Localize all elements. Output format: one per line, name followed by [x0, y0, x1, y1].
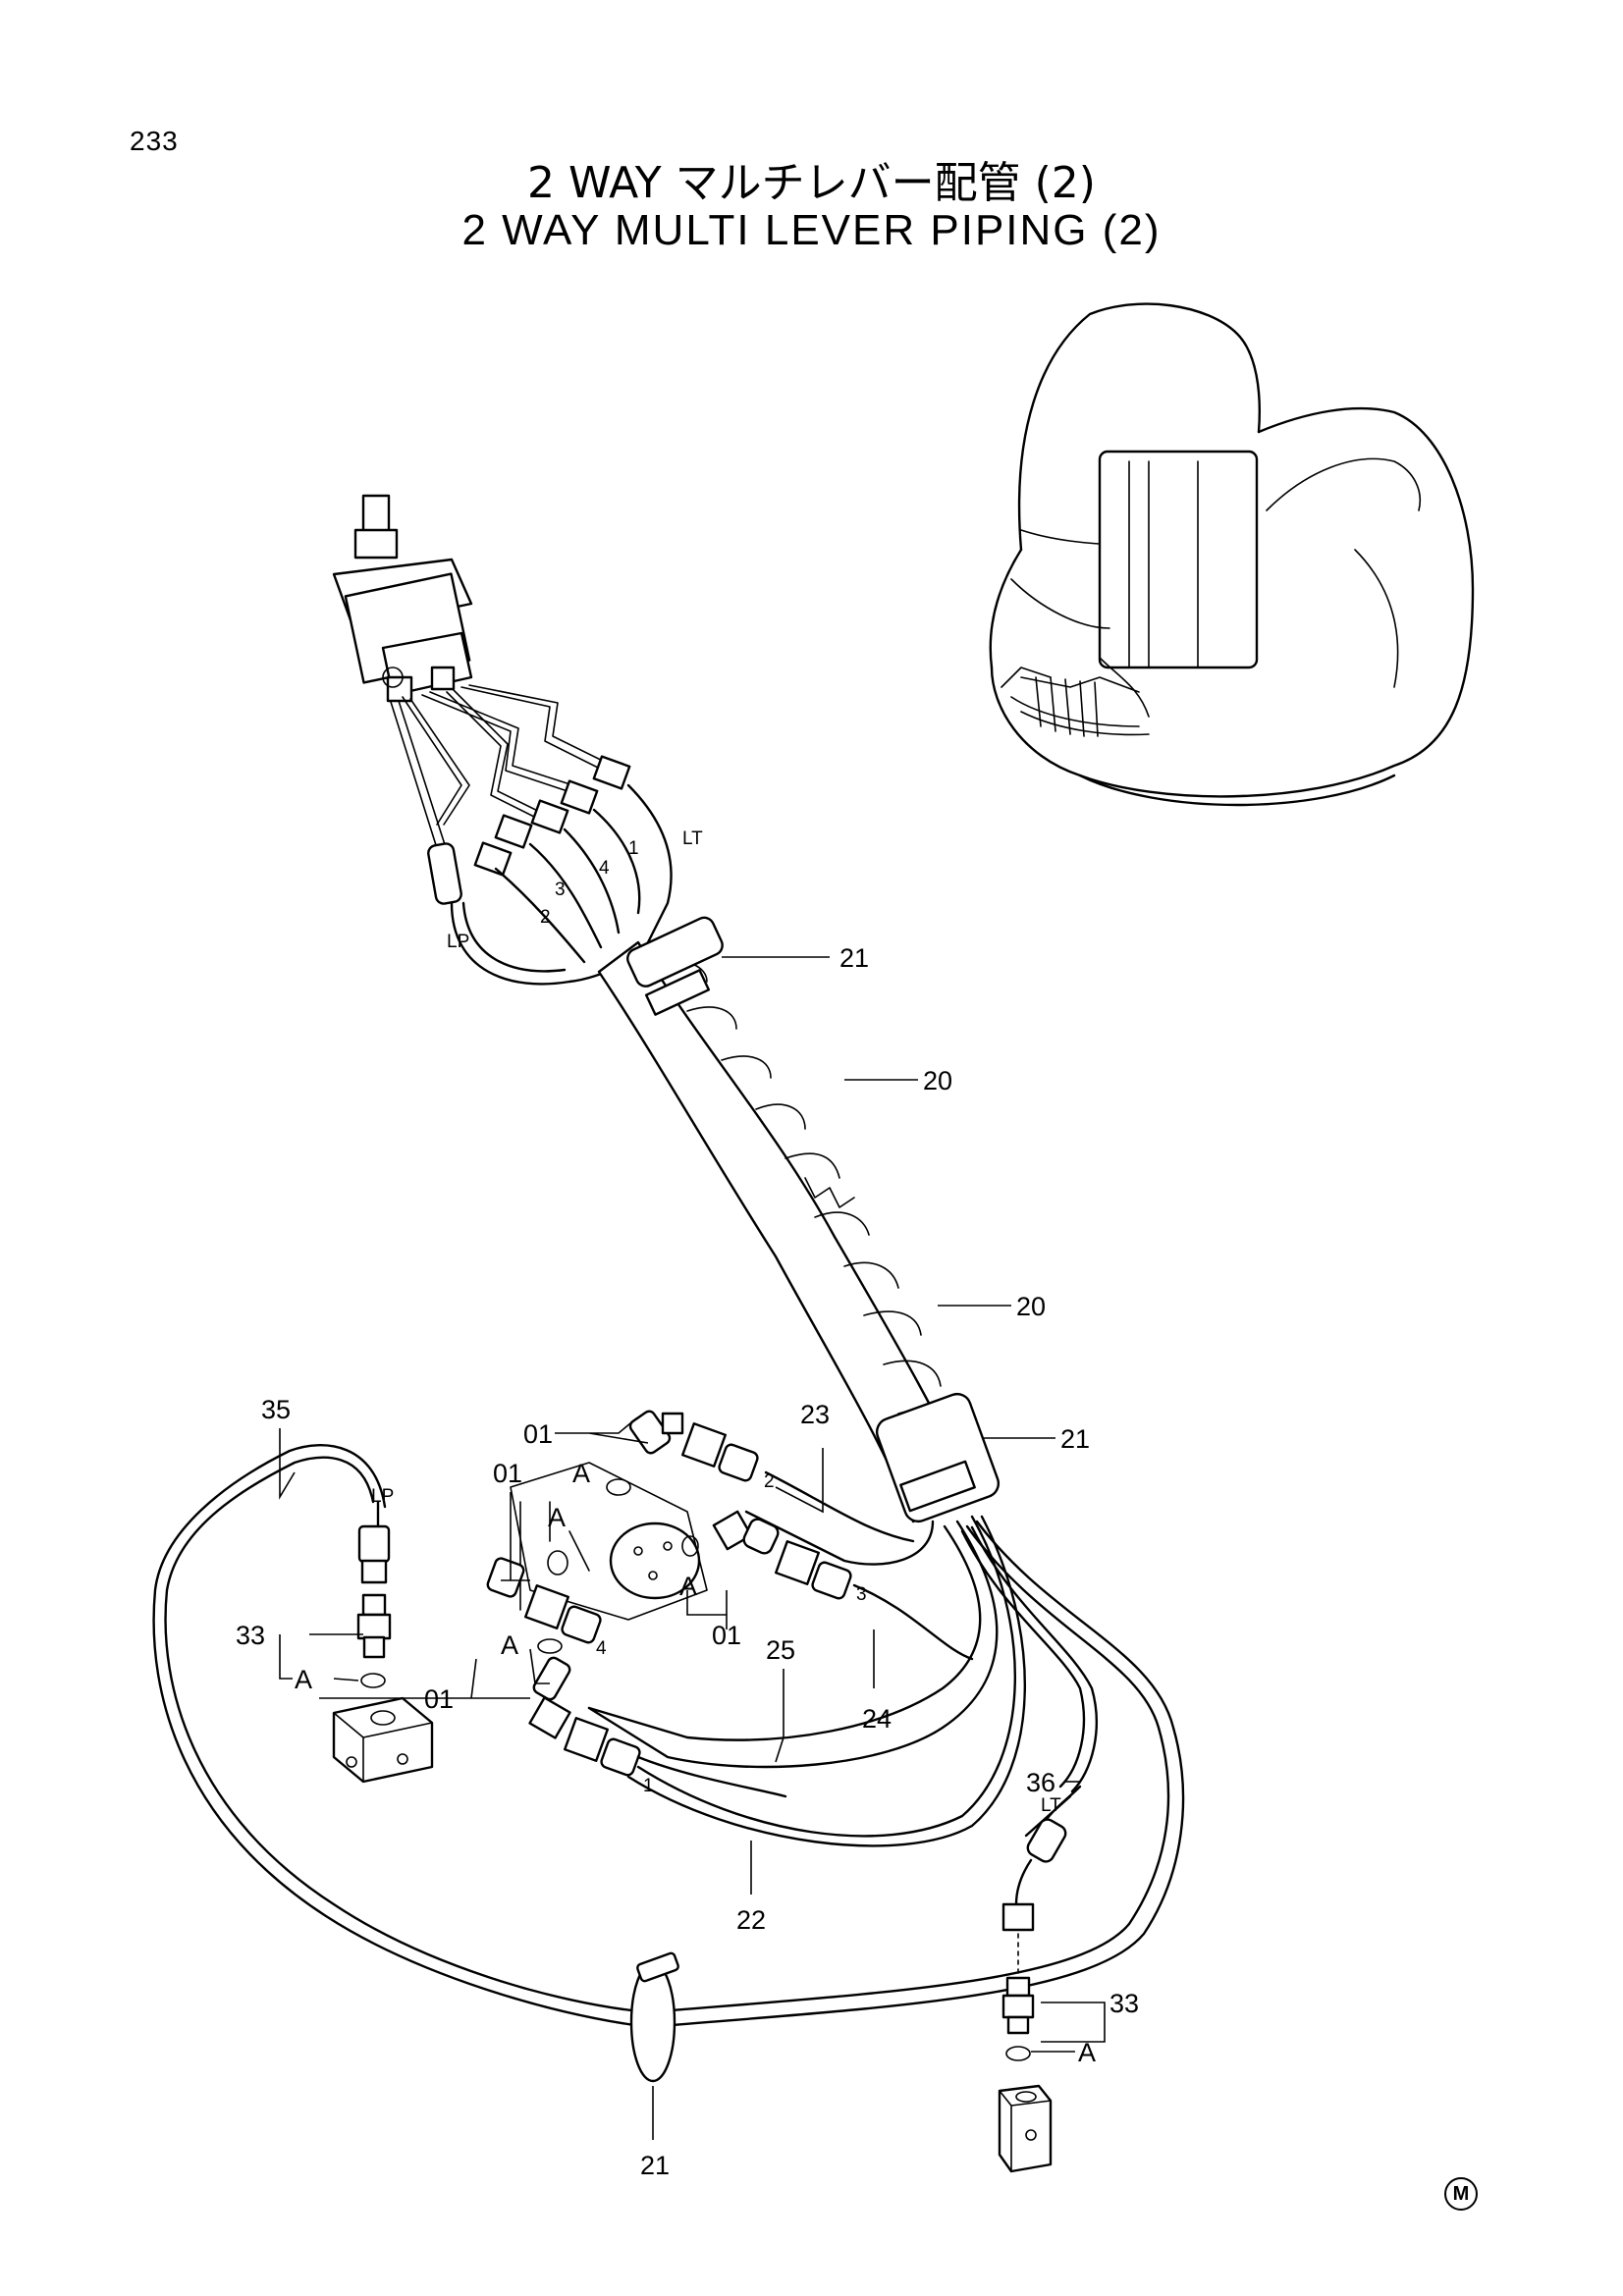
title-japanese: 2 WAY マルチレバー配管 (2)	[527, 158, 1096, 208]
protective-sleeve	[597, 916, 1001, 1523]
callout-01-right: 01	[712, 1621, 741, 1650]
callout-24: 24	[862, 1704, 892, 1734]
callout-23: 23	[800, 1400, 830, 1429]
callout-25: 25	[766, 1635, 795, 1665]
callout-33-right: 33	[1109, 1989, 1139, 2018]
port-label-lt-top: LT	[682, 828, 703, 849]
port-label-lp-top: LP	[447, 932, 469, 952]
page-number: 233	[130, 126, 179, 156]
callout-20-upper: 20	[923, 1066, 952, 1095]
detail-a-2: A	[548, 1503, 566, 1532]
hose-label-4: 4	[596, 1638, 607, 1659]
detail-a-4: A	[501, 1630, 518, 1660]
callout-33-left: 33	[236, 1621, 265, 1650]
callout-22: 22	[736, 1905, 766, 1935]
callout-20-lower: 20	[1016, 1292, 1046, 1321]
port-label-4: 4	[599, 858, 610, 879]
callout-01-lower: 01	[424, 1684, 454, 1714]
upper-hose-bundle	[450, 783, 673, 986]
callout-21-middle: 21	[1060, 1424, 1090, 1454]
control-valve-fittings	[486, 1410, 974, 1798]
callout-21-bottom: 21	[640, 2151, 670, 2180]
pilot-valve	[332, 494, 473, 703]
callout-35: 35	[261, 1395, 291, 1424]
hose-label-1: 1	[643, 1776, 654, 1796]
m-mark-symbol: M	[1444, 2177, 1478, 2211]
port-label-lt-bottom: LT	[1041, 1795, 1061, 1816]
callouts: 21 20 20 21 23 35 01 01 33 01 01 25 24 3…	[236, 943, 1139, 2180]
hose-label-2: 2	[764, 1471, 775, 1492]
detail-a-3: A	[679, 1572, 697, 1601]
port-label-lp-bottom: LP	[371, 1486, 394, 1507]
lower-hoses	[152, 1444, 1185, 2029]
title-english: 2 WAY MULTI LEVER PIPING (2)	[461, 206, 1162, 254]
leader-lines	[279, 956, 1106, 2140]
port-label-3: 3	[555, 880, 566, 900]
detail-labels: A A A A A A	[295, 1459, 1096, 2067]
detail-a-1: A	[572, 1459, 590, 1488]
port-label-1: 1	[628, 838, 639, 859]
callout-01-top: 01	[523, 1419, 553, 1449]
callout-01-left: 01	[493, 1459, 522, 1488]
bottom-clamp	[629, 1951, 679, 2083]
machine-overview-illustration	[989, 302, 1475, 807]
port-label-2: 2	[540, 907, 551, 928]
upper-fittings	[427, 755, 631, 905]
left-block-assembly	[332, 1524, 434, 1784]
pilot-pipes	[390, 684, 622, 865]
detail-a-6: A	[1078, 2038, 1096, 2067]
callout-36: 36	[1026, 1768, 1055, 1797]
hose-label-3: 3	[856, 1584, 867, 1605]
port-labels: LP LT 1 2 3 4 2 3 4 1 LP LT	[371, 828, 1061, 1816]
callout-21-top: 21	[839, 943, 869, 973]
detail-a-5: A	[295, 1665, 312, 1694]
right-block-assembly	[998, 1818, 1067, 2173]
